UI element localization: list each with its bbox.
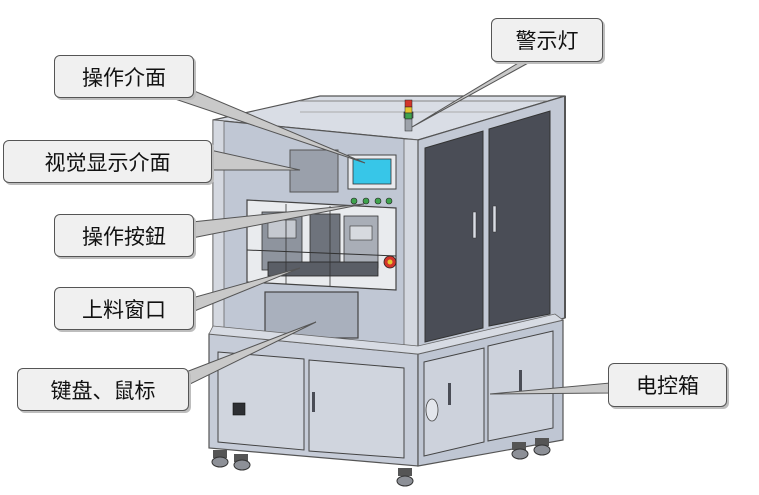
caster-wheel	[211, 450, 229, 468]
caster-wheel	[233, 454, 251, 471]
light-red	[404, 99, 413, 108]
vision-display-panel	[289, 149, 339, 193]
cabinet-door	[217, 351, 305, 451]
operation-button	[385, 197, 393, 205]
loading-window-label: 上料窗口	[54, 287, 194, 330]
operation-button	[362, 197, 370, 205]
light-green	[404, 112, 413, 120]
side-door-left	[424, 130, 484, 343]
caster-wheel	[396, 468, 414, 487]
control-cabinet-label: 电控箱	[608, 363, 727, 407]
vision-display-label: 视觉显示介面	[3, 140, 212, 183]
light-yellow	[404, 106, 413, 114]
warning-light-label: 警示灯	[491, 18, 603, 62]
operation-screen	[352, 158, 392, 185]
side-cabinet-door	[423, 347, 485, 457]
operation-buttons-label: 操作按鈕	[54, 214, 194, 257]
keyboard-drawer	[264, 291, 359, 339]
operation-button	[350, 197, 358, 205]
power-switch	[232, 402, 246, 416]
vent-hole	[425, 398, 439, 422]
operation-button	[374, 197, 382, 205]
operation-panel-label: 操作介面	[54, 55, 194, 98]
caster-wheel	[533, 438, 551, 456]
keyboard-mouse-label: 键盘、鼠标	[17, 368, 189, 411]
caster-wheel	[511, 442, 529, 460]
side-door-right	[488, 110, 551, 327]
cabinet-door	[308, 359, 405, 459]
leader-warning-light	[411, 61, 531, 128]
